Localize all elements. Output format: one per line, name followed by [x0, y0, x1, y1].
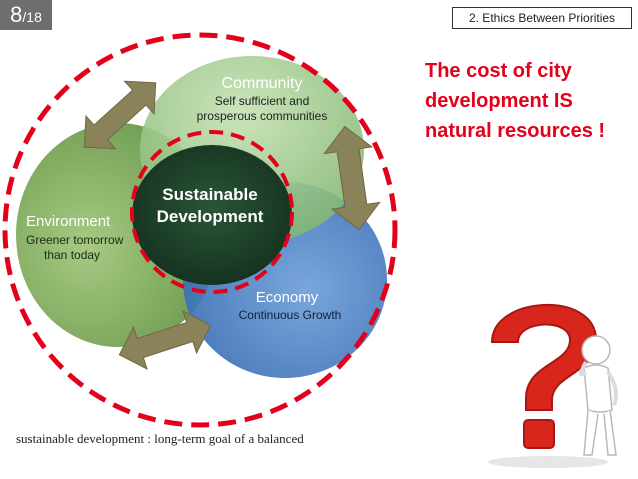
community-line1: Self sufficient and — [215, 94, 310, 108]
page-current: 8 — [10, 2, 23, 27]
center-label-line1: Sustainable — [162, 185, 257, 204]
headline: The cost of city development IS natural … — [425, 56, 635, 146]
section-tag: 2. Ethics Between Priorities — [452, 7, 632, 29]
environment-line2: than today — [44, 248, 100, 262]
question-mark-figure — [488, 303, 618, 468]
center-circle — [132, 145, 292, 285]
arrow-community-economy — [323, 125, 381, 231]
page-total: /18 — [22, 9, 42, 25]
community-line2: prosperous communities — [197, 109, 328, 123]
outer-dashed-circle — [2, 32, 398, 428]
economy-line1: Continuous Growth — [239, 308, 342, 322]
headline-line3: natural resources ! — [425, 120, 606, 142]
environment-title: Environment — [26, 213, 111, 230]
inner-dashed-circle — [130, 130, 294, 294]
center-label-line2: Development — [157, 207, 264, 226]
caption: sustainable development : long-term goal… — [16, 431, 304, 446]
thinking-person-icon — [579, 335, 618, 456]
economy-title: Economy — [256, 289, 319, 306]
question-mark-icon — [490, 303, 598, 411]
community-title: Community — [222, 75, 303, 92]
arrow-environment-community — [83, 80, 157, 150]
environment-line1: Greener tomorrow — [26, 233, 124, 247]
arrow-environment-economy — [118, 310, 212, 370]
page-counter: 8/18 — [0, 0, 52, 30]
headline-line1: The cost of city — [425, 60, 572, 82]
headline-line2: development IS — [425, 90, 573, 112]
